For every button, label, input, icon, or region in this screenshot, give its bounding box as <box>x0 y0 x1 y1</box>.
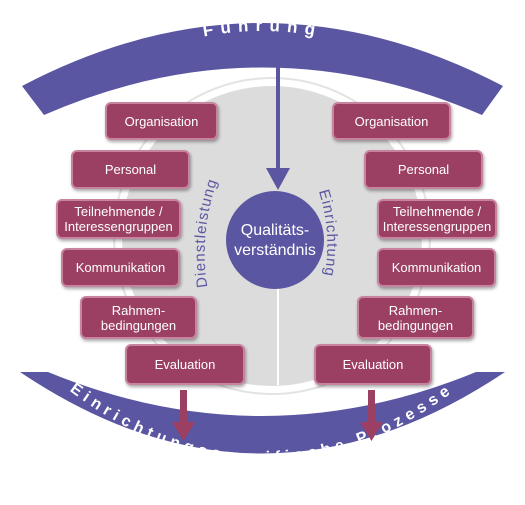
double-arrow-head-up <box>268 44 288 64</box>
left-box-label: Evaluation <box>154 357 216 372</box>
left-box-kommunikation: Kommunikation <box>61 248 180 287</box>
right-box-personal: Personal <box>364 150 483 189</box>
top-band <box>22 23 503 115</box>
right-box-label: Personal <box>397 162 450 177</box>
left-box-label: Rahmen- bedingungen <box>100 302 177 333</box>
right-down-arrow-shaft <box>368 390 375 424</box>
left-box-label: Personal <box>104 162 157 177</box>
left-down-arrow-shaft <box>180 390 187 424</box>
bottom-band <box>20 372 505 454</box>
right-box-label: Kommunikation <box>391 260 482 275</box>
double-arrow-head-down <box>266 168 290 190</box>
left-box-personal: Personal <box>71 150 190 189</box>
right-box-organisation: Organisation <box>332 102 451 140</box>
right-box-label: Evaluation <box>342 357 404 372</box>
core-circle <box>226 191 324 289</box>
left-box-organisation: Organisation <box>105 102 218 140</box>
right-down-arrow-head <box>360 422 383 441</box>
right-box-evaluation: Evaluation <box>314 344 432 385</box>
core-label: Qualitäts- verständnis <box>234 222 316 259</box>
right-box-label: Rahmen- bedingungen <box>377 302 454 333</box>
left-box-evaluation: Evaluation <box>125 344 245 385</box>
left-box-label: Organisation <box>124 113 199 129</box>
left-box-teilnehmende: Teilnehmende / Interessengruppen <box>56 199 181 239</box>
left-box-label: Teilnehmende / Interessengruppen <box>64 204 173 234</box>
left-down-arrow-head <box>172 422 195 441</box>
right-box-label: Organisation <box>354 113 429 129</box>
right-box-kommunikation: Kommunikation <box>377 248 496 287</box>
right-box-rahmenbedingungen: Rahmen- bedingungen <box>357 296 474 339</box>
right-box-label: Teilnehmende / Interessengruppen <box>382 204 492 234</box>
left-box-label: Kommunikation <box>75 260 166 275</box>
left-box-rahmenbedingungen: Rahmen- bedingungen <box>80 296 197 339</box>
right-box-teilnehmende: Teilnehmende / Interessengruppen <box>377 199 497 239</box>
